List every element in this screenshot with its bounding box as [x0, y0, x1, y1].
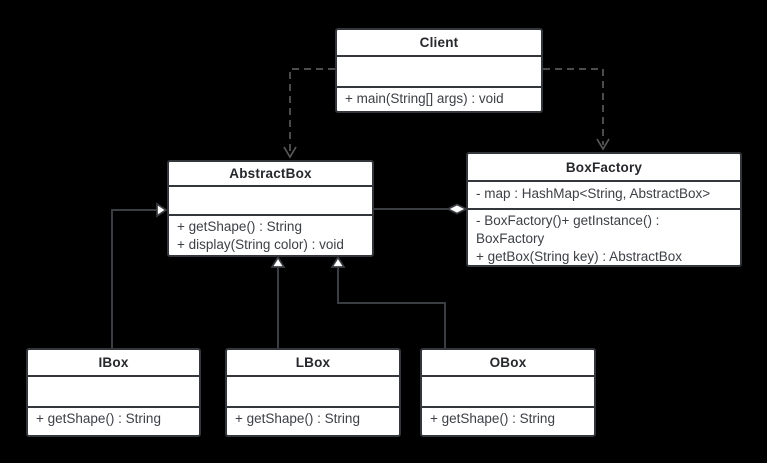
class-title: OBox [422, 350, 594, 377]
class-attributes-empty [337, 57, 541, 88]
class-attributes-empty [169, 187, 372, 216]
method-line: + getBox(String key) : AbstractBox [476, 249, 682, 264]
hollow-diamond-icon [446, 203, 468, 215]
class-lbox[interactable]: LBox + getShape() : String [225, 348, 401, 437]
hollow-triangle-icon [156, 202, 168, 218]
class-title: BoxFactory [468, 154, 740, 182]
method-line: - BoxFactory()+ getInstance() : BoxFacto… [476, 213, 660, 246]
class-methods: + getShape() : String [422, 408, 594, 435]
class-methods: + main(String[] args) : void [337, 88, 541, 111]
edge-generalization-ibox-abstractbox[interactable] [111, 209, 157, 348]
method-line: + getShape() : String [177, 219, 302, 234]
method-line: + main(String[] args) : void [345, 91, 504, 106]
class-methods: + getShape() : String [28, 408, 199, 435]
edge-generalization-obox-abstractbox[interactable] [337, 267, 446, 348]
class-boxfactory[interactable]: BoxFactory - map : HashMap<String, Abstr… [466, 152, 742, 267]
class-attributes-empty [28, 377, 199, 408]
edge-dependency-client-abstractbox[interactable] [289, 68, 335, 153]
class-attributes-empty [422, 377, 594, 408]
hollow-triangle-icon [270, 255, 286, 268]
open-arrowhead-icon [283, 146, 297, 159]
class-attributes-empty [227, 377, 399, 408]
attribute-line: - map : HashMap<String, AbstractBox> [476, 186, 711, 201]
class-methods: - BoxFactory()+ getInstance() : BoxFacto… [468, 210, 740, 265]
class-client[interactable]: Client + main(String[] args) : void [335, 28, 543, 113]
class-title: AbstractBox [169, 162, 372, 187]
class-title: Client [337, 30, 541, 57]
method-line: + getShape() : String [36, 411, 161, 426]
class-obox[interactable]: OBox + getShape() : String [420, 348, 596, 437]
open-arrowhead-icon [596, 138, 610, 151]
class-title: IBox [28, 350, 199, 377]
class-methods: + getShape() : String [227, 408, 399, 435]
class-ibox[interactable]: IBox + getShape() : String [26, 348, 201, 437]
edge-dependency-client-boxfactory[interactable] [543, 68, 604, 145]
class-methods: + getShape() : String + display(String c… [169, 216, 372, 255]
class-attributes: - map : HashMap<String, AbstractBox> [468, 182, 740, 210]
hollow-triangle-icon [330, 255, 346, 268]
class-title: LBox [227, 350, 399, 377]
method-line: + getShape() : String [430, 411, 555, 426]
method-line: + display(String color) : void [177, 237, 344, 252]
class-abstractbox[interactable]: AbstractBox + getShape() : String + disp… [167, 160, 374, 257]
method-line: + getShape() : String [235, 411, 360, 426]
